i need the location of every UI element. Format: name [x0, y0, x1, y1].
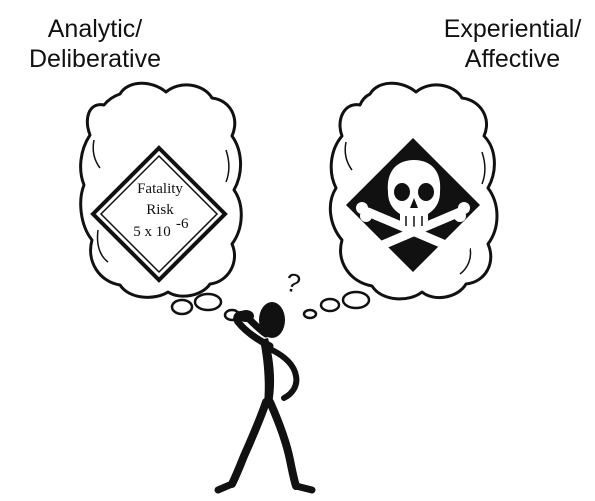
diamond-label-line-2: Risk [146, 202, 174, 218]
analytic-deliberative-heading: Analytic/ Deliberative [10, 14, 180, 74]
diamond-label-exponent: -6 [176, 216, 189, 232]
left-heading-line-1: Analytic/ [47, 15, 143, 43]
right-thought-trail [302, 290, 371, 320]
skull-and-crossbones-icon [346, 138, 480, 272]
right-heading-line-2: Affective [464, 45, 561, 73]
left-heading-line-2: Deliberative [28, 45, 161, 73]
question-mark: ? [283, 267, 303, 299]
thinking-person-icon [214, 302, 316, 494]
experiential-affective-heading: Experiential/ Affective [425, 14, 595, 74]
fatality-risk-diamond: Fatality Risk 5 x 10 -6 [90, 145, 228, 283]
left-thought-trail [170, 292, 241, 322]
right-heading-line-1: Experiential/ [443, 15, 582, 43]
diamond-label-line-1: Fatality [137, 181, 183, 197]
diamond-label-line-3: 5 x 10 [133, 224, 171, 240]
